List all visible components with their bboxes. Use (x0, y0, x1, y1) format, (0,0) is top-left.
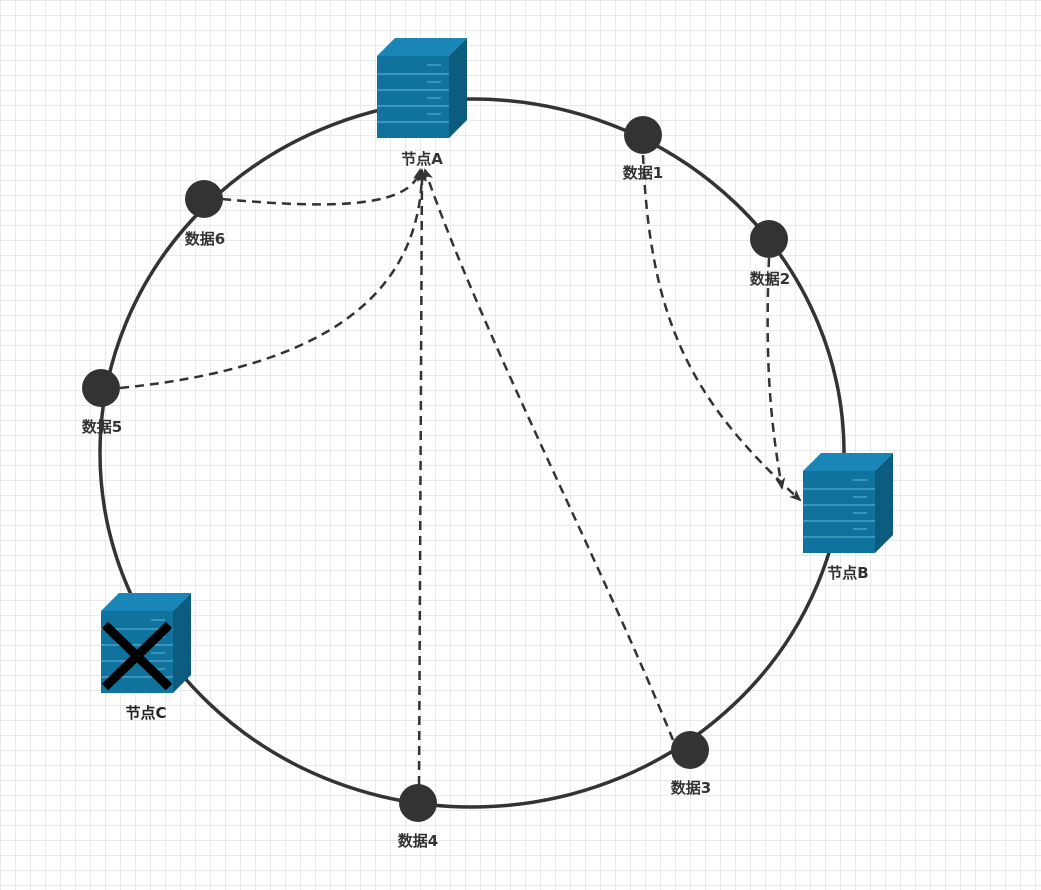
data-point-6 (185, 180, 223, 218)
node-c-label: 节点C (125, 704, 166, 722)
server-node-b-icon (803, 453, 893, 553)
arrow-data3-to-node-a (423, 168, 675, 741)
data-point-4 (399, 784, 437, 822)
data-label-6: 数据6 (185, 230, 225, 248)
arrow-data2-to-node-b (766, 257, 786, 490)
data-point-2 (750, 220, 788, 258)
arrow-data6-to-node-a (221, 168, 423, 206)
server-node-c-icon (101, 593, 191, 693)
data-label-2: 数据2 (750, 270, 790, 288)
data-label-5: 数据5 (82, 418, 122, 436)
failure-x-icon (101, 621, 173, 691)
node-a-label: 节点A (401, 150, 443, 168)
data-point-1 (624, 116, 662, 154)
data-label-3: 数据3 (671, 779, 711, 797)
server-node-a-icon (377, 38, 467, 138)
node-b-label: 节点B (827, 564, 868, 582)
data-point-3 (671, 731, 709, 769)
arrow-data5-to-node-a (119, 170, 427, 390)
data-label-1: 数据1 (623, 164, 663, 182)
data-points (82, 116, 788, 822)
data-label-4: 数据4 (398, 832, 438, 850)
arrow-data1-to-node-b (641, 154, 802, 502)
mapping-arrows (119, 154, 802, 786)
data-point-5 (82, 369, 120, 407)
arrow-data4-to-node-a (416, 168, 427, 786)
